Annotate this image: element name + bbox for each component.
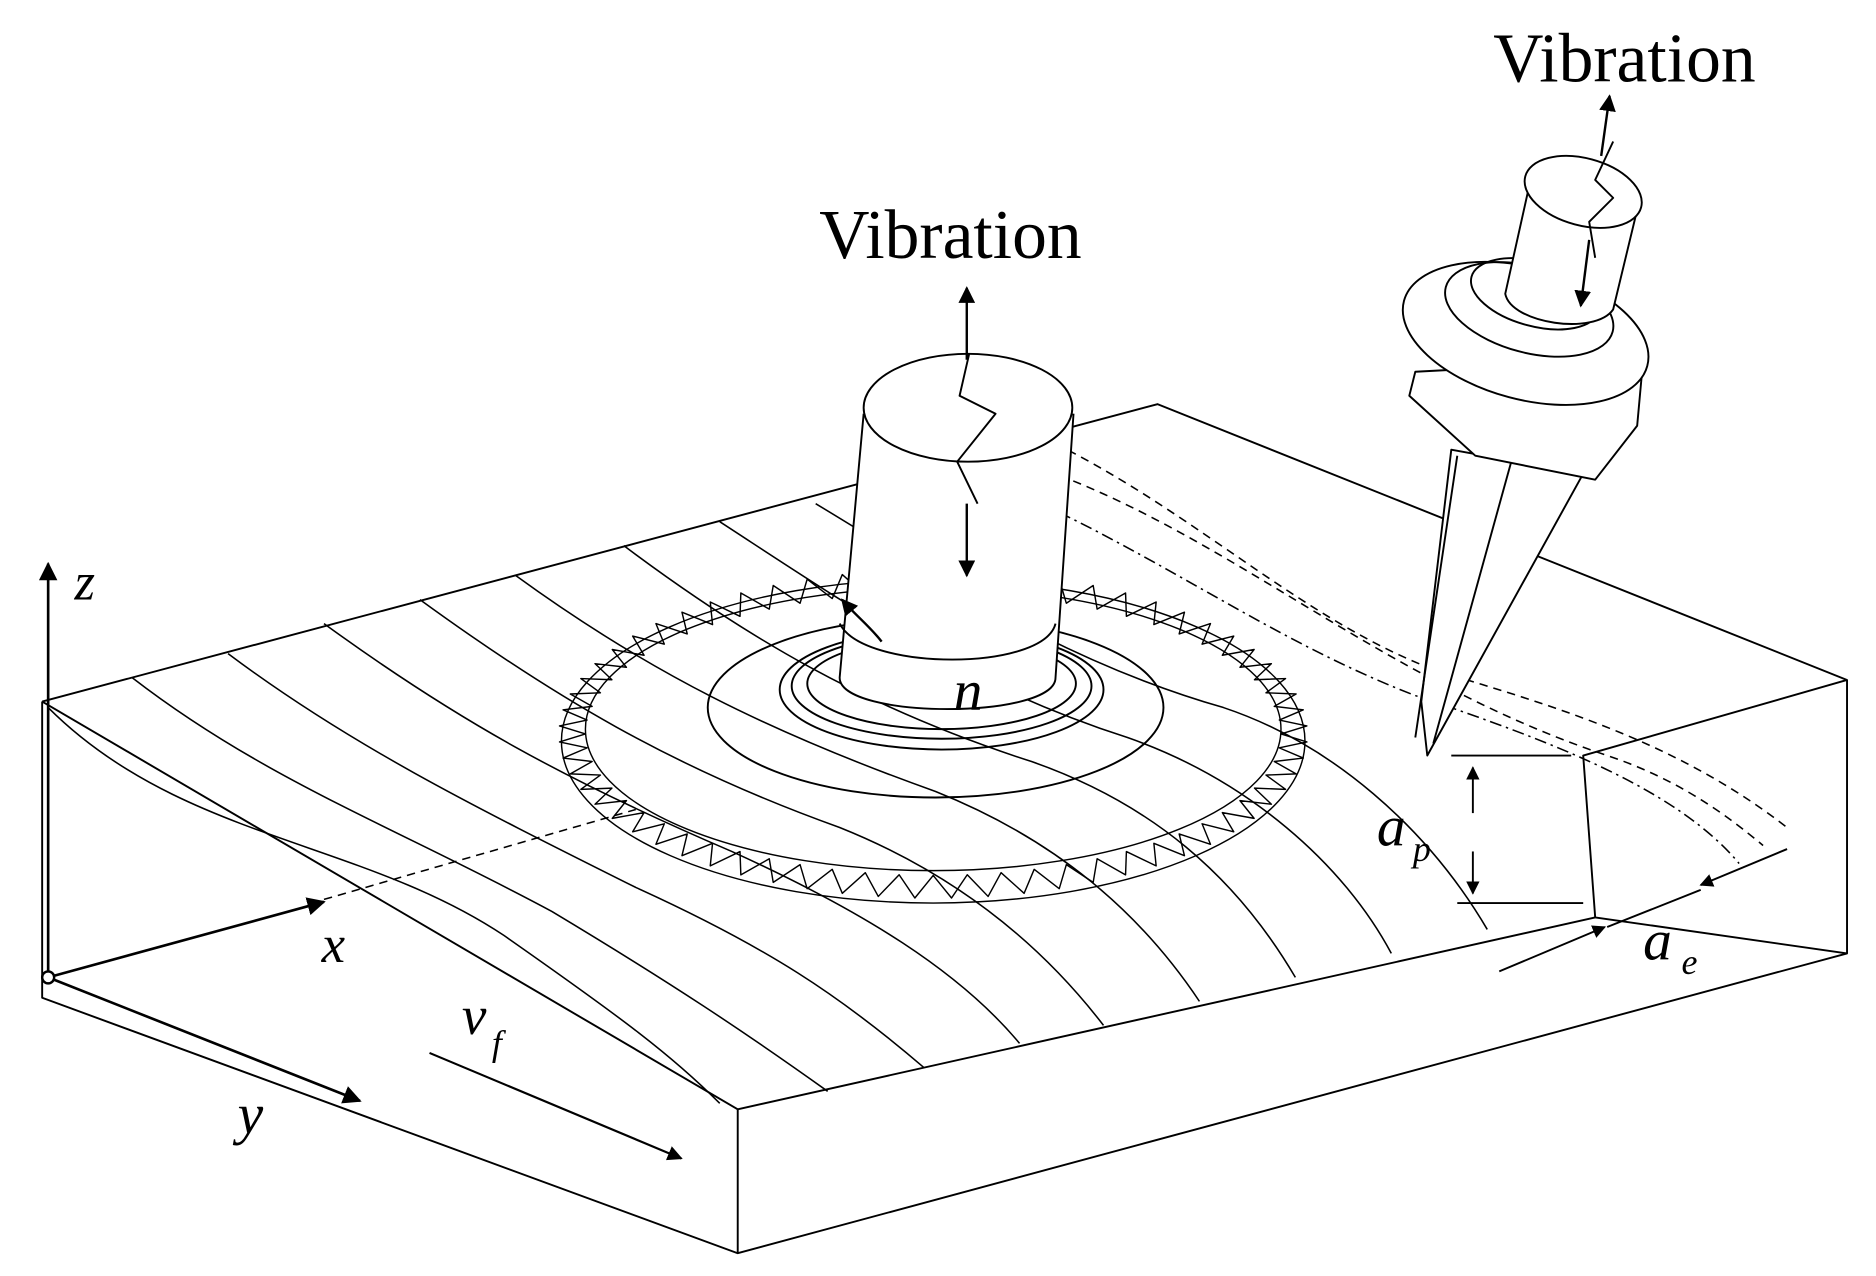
cut-depth-dimension (1451, 754, 1788, 973)
ultrasonic-tool (1401, 141, 1650, 757)
workpiece-block (41, 403, 1848, 1255)
vibration-arrows (958, 94, 1616, 578)
vibration-label-right: Vibration (1493, 21, 1755, 98)
rotation-arrow (840, 598, 883, 643)
feed-sub-label: f (492, 1023, 507, 1063)
feed-v-label: v (462, 985, 487, 1046)
feed-arrow (429, 1051, 683, 1161)
width-a-label: a (1643, 909, 1672, 972)
tool-path-dashdot (971, 472, 1740, 864)
depth-a-label: a (1377, 795, 1406, 858)
labels: Vibration Vibration n x y z v f a p a e (74, 21, 1756, 1147)
width-sub-label: e (1682, 942, 1698, 982)
coordinate-axes (38, 561, 362, 1104)
spindle-speed-label: n (954, 660, 983, 723)
axis-x-label: x (321, 916, 346, 974)
axis-z-label: z (74, 554, 96, 612)
vibration-label-center: Vibration (819, 197, 1081, 274)
axis-y-label: y (233, 1083, 264, 1146)
surface-tool-marks (47, 503, 1488, 1104)
central-spindle (838, 352, 1075, 711)
depth-sub-label: p (1410, 829, 1431, 869)
